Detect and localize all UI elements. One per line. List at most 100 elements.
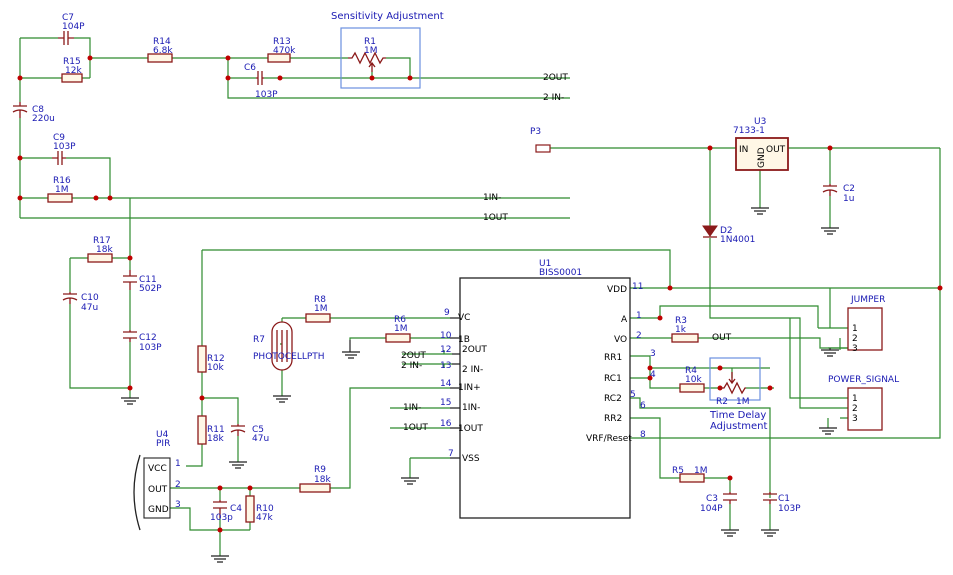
- svg-text:1: 1: [852, 324, 858, 334]
- r17-value: 18k: [96, 245, 113, 255]
- svg-text:9: 9: [444, 308, 450, 318]
- jumper-pins: 1 2 3: [852, 324, 858, 354]
- jumper-body: [847, 307, 883, 351]
- svg-text:8: 8: [640, 430, 646, 440]
- c3-value: 104P: [700, 504, 723, 514]
- c9-value: 103P: [53, 142, 76, 152]
- u4-body: [143, 457, 171, 519]
- r15-symbol: [61, 73, 83, 83]
- u3-value: 7133-1: [733, 126, 765, 136]
- u3-pin-out: OUT: [766, 145, 786, 155]
- r3-ref: R3: [675, 316, 687, 326]
- r6-value: 1M: [394, 324, 408, 334]
- svg-text:1: 1: [852, 394, 858, 404]
- r12-symbol: [197, 345, 207, 373]
- u3-body: [735, 137, 789, 171]
- c4-symbol: [213, 500, 227, 518]
- c3-ref: C3: [706, 494, 718, 504]
- svg-text:7: 7: [448, 449, 454, 459]
- c6-value: 103P: [255, 90, 278, 100]
- svg-text:1: 1: [636, 311, 642, 321]
- r2-value: 1M: [736, 397, 750, 407]
- c7-ref: C7: [62, 13, 74, 23]
- c1-symbol: [763, 492, 777, 504]
- c2-value: 1u: [843, 194, 854, 204]
- net-labels: 2OUT 2 IN- 1IN- 1OUT OUT 2OUT 2 IN- 1IN-…: [401, 73, 732, 433]
- u1-body: [459, 277, 631, 519]
- u1-left-pins: VDD 11 A 1 VO 2 RR1 3 RC1 4 RC2 5 RR2 6 …: [586, 282, 656, 444]
- r5-ref: R5: [672, 466, 684, 476]
- r1-value: 1M: [364, 46, 378, 56]
- net-2out: 2OUT: [543, 73, 568, 83]
- r3-value: 1k: [675, 325, 687, 335]
- net-1in: 1IN-: [483, 193, 501, 203]
- svg-text:16: 16: [440, 419, 452, 429]
- r13-value: 470k: [273, 46, 296, 56]
- svg-text:VSS: VSS: [462, 454, 480, 464]
- svg-text:VRF/Reset: VRF/Reset: [586, 434, 632, 444]
- c10-ref: C10: [81, 293, 99, 303]
- r10-ref: R10: [256, 504, 274, 514]
- r12-ref: R12: [207, 354, 225, 364]
- r11-symbol: [197, 415, 207, 445]
- c11-symbol: [123, 270, 137, 290]
- r16-value: 1M: [55, 185, 69, 195]
- r15-value: 12k: [65, 66, 82, 76]
- r11-ref: R11: [207, 425, 225, 435]
- svg-text:VCC: VCC: [148, 464, 167, 474]
- u1-right-pins: 9 VC 10 1B 12 2OUT 13 2 IN- 14 1IN+ 15 1…: [440, 308, 487, 464]
- svg-text:VO: VO: [614, 335, 627, 345]
- u3-ref: U3: [754, 117, 766, 127]
- svg-text:2OUT: 2OUT: [462, 345, 487, 355]
- net-u1-2in: 2 IN-: [401, 361, 422, 371]
- svg-text:RR2: RR2: [604, 414, 622, 424]
- c3-symbol: [723, 492, 737, 504]
- svg-text:14: 14: [440, 379, 452, 389]
- u4-value: PIR: [156, 439, 170, 449]
- u1-right-stubs: [450, 317, 460, 459]
- c4-value: 103p: [210, 513, 233, 523]
- time-delay-box: [709, 357, 761, 401]
- r4-symbol: [679, 383, 705, 393]
- r10-symbol: [245, 495, 255, 523]
- r4-ref: R4: [685, 366, 697, 376]
- time-delay-label-1: Time Delay: [709, 410, 766, 421]
- c7-value: 104P: [62, 22, 85, 32]
- time-delay-label-2: Adjustment: [710, 421, 767, 432]
- u3-pin-in: IN: [739, 145, 748, 155]
- r7-ref: R7: [253, 335, 265, 345]
- svg-text:2: 2: [852, 334, 858, 344]
- power-signal-body: [847, 387, 883, 431]
- d2-value: 1N4001: [720, 235, 755, 245]
- r15-ref: R15: [63, 57, 81, 67]
- r4-value: 10k: [685, 375, 702, 385]
- svg-text:RC1: RC1: [604, 374, 622, 384]
- svg-text:5: 5: [630, 390, 636, 400]
- svg-text:13: 13: [440, 361, 451, 371]
- r1-pot-symbol: [348, 51, 386, 72]
- net-u1-2out: 2OUT: [401, 351, 426, 361]
- c2-symbol: [822, 184, 838, 196]
- power-signal-pins: 1 2 3: [852, 394, 858, 424]
- r8-symbol: [305, 313, 331, 323]
- ground-symbols: [121, 207, 839, 563]
- r2-pot-symbol: [720, 372, 746, 395]
- svg-text:3: 3: [852, 344, 858, 354]
- r3-symbol: [671, 333, 699, 343]
- u3-pin-gnd: GND: [757, 147, 767, 168]
- net-u1-1in: 1IN-: [403, 403, 421, 413]
- r11-value: 18k: [207, 434, 224, 444]
- p3-ref: P3: [530, 127, 541, 137]
- r14-value: 6.8k: [153, 46, 173, 56]
- component-labels: C7 104P R15 12k R14 6.8k R13 470k R1 1M …: [32, 13, 899, 523]
- c1-value: 103P: [778, 504, 801, 514]
- r13-symbol: [267, 53, 291, 63]
- c9-ref: C9: [53, 133, 65, 143]
- r1-ref: R1: [364, 37, 376, 47]
- svg-text:2: 2: [852, 404, 858, 414]
- r9-ref: R9: [314, 465, 326, 475]
- r16-ref: R16: [53, 176, 71, 186]
- c5-value: 47u: [252, 434, 269, 444]
- r16-symbol: [47, 193, 73, 203]
